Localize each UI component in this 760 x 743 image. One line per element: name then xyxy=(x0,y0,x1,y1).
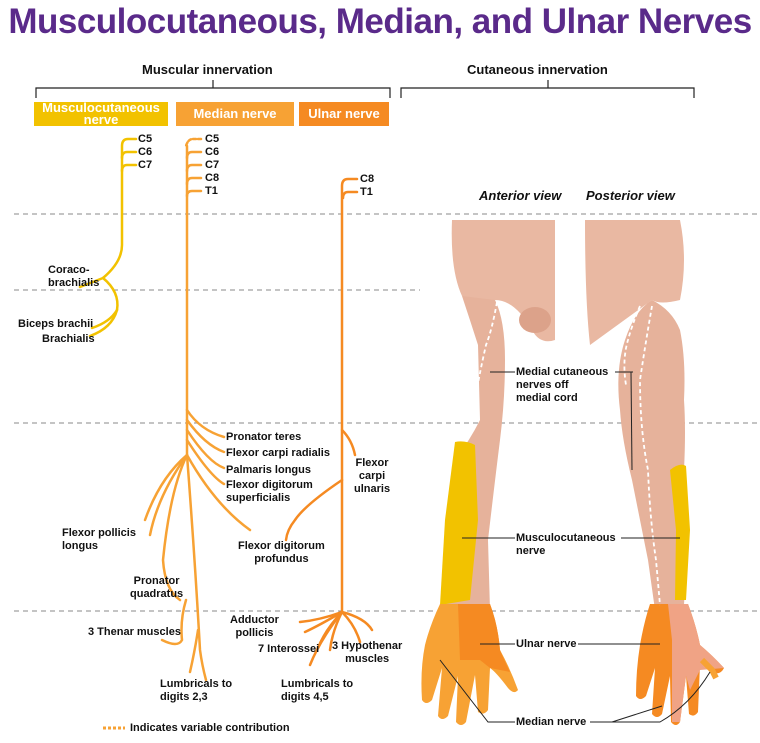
musculocutaneous-root-c5: C5 xyxy=(138,133,153,145)
muscular-innervation-header: Muscular innervation xyxy=(142,62,273,77)
label-pronator-teres: Pronator teres xyxy=(226,431,302,443)
label-flexor-carpi-radialis: Flexor carpi radialis xyxy=(226,447,330,459)
posterior-median-hand-area xyxy=(668,604,724,722)
cutaneous-leader-lines xyxy=(439,371,711,723)
label-lumbricals-2-3: Lumbricals to digits 2,3 xyxy=(160,678,233,703)
muscular-bracket xyxy=(35,80,391,98)
label-brachialis: Brachialis xyxy=(42,333,95,345)
median-nerve-box: Median nerve xyxy=(176,102,294,126)
label-musculocutaneous-cutaneous: Musculocutaneous nerve xyxy=(516,532,616,557)
anterior-ulnar-hand-area xyxy=(458,604,510,672)
label-biceps-brachii: Biceps brachii xyxy=(18,318,94,330)
ulnar-nerve-box: Ulnar nerve xyxy=(299,102,389,126)
page-title: Musculocutaneous, Median, and Ulnar Nerv… xyxy=(8,2,752,41)
median-root-c5: C5 xyxy=(205,133,220,145)
label-coracobrachialis: Coraco- brachialis xyxy=(48,264,100,289)
musculocutaneous-root-c6: C6 xyxy=(138,146,153,158)
legend-text: Indicates variable contribution xyxy=(130,722,290,734)
label-hypothenar: 3 Hypothenar muscles xyxy=(332,640,403,665)
median-nerve-path xyxy=(143,137,252,682)
ulnar-root-t1: T1 xyxy=(360,186,373,198)
musculocutaneous-nerve-box: Musculocutaneous nerve xyxy=(34,101,168,126)
posterior-musculocutaneous-area xyxy=(670,464,690,600)
label-fcu: Flexor carpi ulnaris xyxy=(354,457,391,495)
label-medial-cutaneous: Medial cutaneous nerves off medial cord xyxy=(516,366,609,404)
posterior-shoulder xyxy=(585,220,684,345)
label-fdp: Flexor digitorum profundus xyxy=(238,540,325,565)
label-fpl: Flexor pollicis longus xyxy=(62,527,136,552)
label-fds: Flexor digitorum superficialis xyxy=(226,479,313,504)
median-root-c7: C7 xyxy=(205,159,220,171)
anterior-arm-illustration xyxy=(421,220,555,725)
label-adductor-pollicis: Adductor pollicis xyxy=(230,614,279,639)
cutaneous-bracket xyxy=(400,80,695,98)
ulnar-root-c8: C8 xyxy=(360,173,375,185)
anterior-musculocutaneous-area xyxy=(440,441,478,605)
label-ulnar-cutaneous: Ulnar nerve xyxy=(516,638,577,650)
median-root-t1: T1 xyxy=(205,185,218,197)
label-thenar: 3 Thenar muscles xyxy=(88,626,181,638)
label-pronator-quadratus: Pronator quadratus xyxy=(130,575,184,600)
median-root-c6: C6 xyxy=(205,146,220,158)
posterior-arm-illustration xyxy=(585,220,724,725)
median-root-c8: C8 xyxy=(205,172,220,184)
label-lumbricals-4-5: Lumbricals to digits 4,5 xyxy=(281,678,354,703)
posterior-arm xyxy=(618,300,688,610)
musculocutaneous-nerve-path xyxy=(78,137,138,338)
ulnar-nerve-path xyxy=(284,177,374,667)
label-median-cutaneous: Median nerve xyxy=(516,716,587,728)
musculocutaneous-root-c7: C7 xyxy=(138,159,153,171)
label-interossei: 7 Interossei xyxy=(258,643,320,655)
anterior-view-label: Anterior view xyxy=(479,188,562,203)
posterior-view-label: Posterior view xyxy=(586,188,675,203)
cutaneous-innervation-header: Cutaneous innervation xyxy=(467,62,608,77)
label-palmaris-longus: Palmaris longus xyxy=(226,464,311,476)
